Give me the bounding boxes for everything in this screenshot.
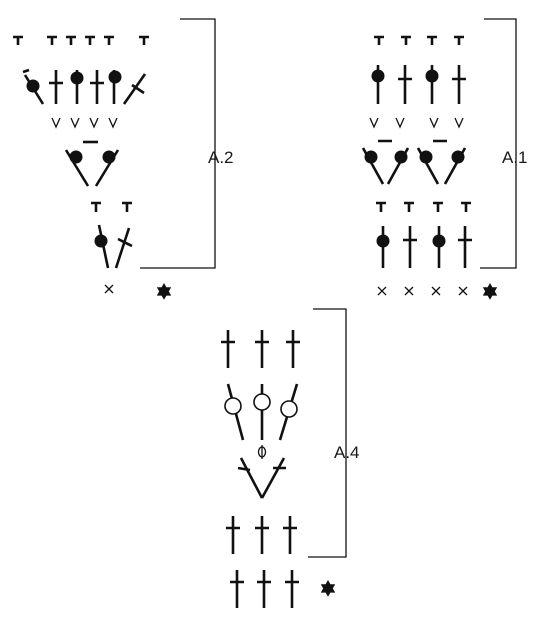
a4-row-top-dc bbox=[221, 330, 300, 368]
a2-row-chains bbox=[51, 117, 118, 129]
a1-row-chains bbox=[369, 117, 464, 129]
start-star-icon bbox=[156, 283, 172, 300]
a2-base-sc bbox=[104, 284, 114, 294]
a2-row-hdc-small bbox=[91, 201, 132, 212]
a2-bracket bbox=[140, 18, 216, 269]
a1-bracket bbox=[480, 18, 517, 269]
a2-row-dc-pair bbox=[64, 140, 120, 187]
a1-base-sc bbox=[377, 286, 468, 296]
start-star-icon bbox=[482, 283, 498, 300]
a4-post-stitch-symbol bbox=[257, 445, 267, 459]
a1-row-dc bbox=[371, 65, 466, 104]
a1-row-top-hdc bbox=[374, 35, 464, 45]
a2-row-fan-dc bbox=[22, 68, 147, 105]
a1-label: A.1 bbox=[502, 148, 528, 167]
chart-a4: A.4 bbox=[221, 308, 360, 608]
a4-label: A.4 bbox=[334, 443, 360, 462]
chart-a2: A.2 bbox=[13, 18, 234, 294]
a4-row-popcorns bbox=[224, 383, 299, 441]
a1-row-dc-pairs bbox=[361, 139, 467, 185]
start-star-icon bbox=[320, 580, 336, 597]
chart-a1: A.1 bbox=[361, 18, 528, 296]
a1-row-base-dc bbox=[376, 226, 472, 268]
a2-label: A.2 bbox=[208, 148, 234, 167]
a4-row-mid-dc bbox=[226, 516, 297, 554]
a4-row-fan-dc bbox=[237, 457, 286, 499]
a2-row-base-dc bbox=[94, 224, 133, 269]
a1-row-hdc bbox=[376, 201, 471, 212]
a2-row-top-hdc bbox=[13, 35, 149, 45]
a4-row-base-dc bbox=[230, 570, 299, 608]
a4-bracket bbox=[308, 308, 347, 558]
